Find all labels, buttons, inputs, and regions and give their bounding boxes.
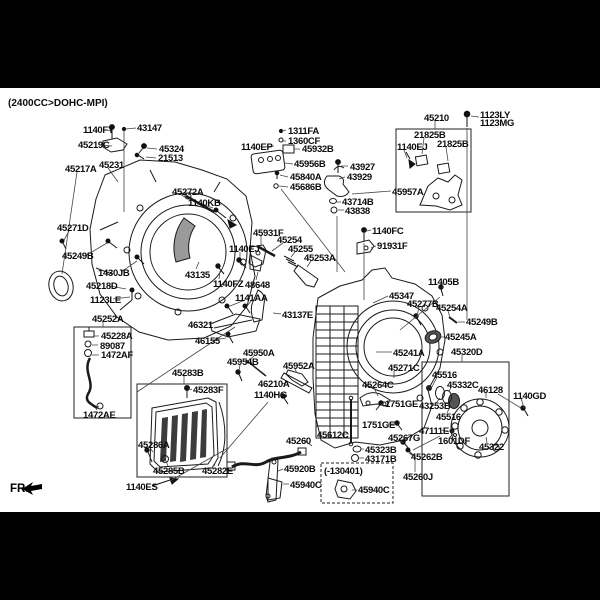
washer-45323B bbox=[352, 445, 362, 453]
oil-pan-45283 bbox=[149, 385, 226, 473]
detail-boxes bbox=[73, 128, 510, 504]
fr-label: FR. bbox=[10, 483, 29, 495]
seal-45217A bbox=[48, 270, 74, 302]
ring-45285B bbox=[161, 455, 169, 463]
pin-45516 bbox=[426, 385, 432, 391]
engine-variant-title: (2400CC>DOHC-MPI) bbox=[8, 98, 108, 109]
bracket-43137E bbox=[250, 289, 265, 323]
fitting-45228A bbox=[83, 330, 95, 338]
bolt-glyphs bbox=[59, 110, 529, 487]
connector-45932B bbox=[282, 144, 295, 154]
arrow-1140ES bbox=[151, 477, 180, 487]
rod-46210A bbox=[280, 372, 313, 394]
box-45283B bbox=[136, 383, 228, 478]
box-45252A bbox=[73, 326, 132, 419]
clamp-1472AF bbox=[84, 349, 92, 357]
small-parts bbox=[83, 137, 458, 503]
hose-45260 bbox=[231, 450, 302, 469]
bolt-45286A bbox=[147, 451, 153, 463]
stud-45272A bbox=[185, 194, 215, 214]
bracket-45957A bbox=[414, 154, 463, 211]
leader-lines bbox=[61, 115, 525, 491]
washer-43714B bbox=[329, 198, 337, 204]
bracket-43929 bbox=[323, 175, 350, 197]
lever-45253A bbox=[293, 264, 319, 288]
box-130401-dashed bbox=[320, 462, 394, 504]
fr-direction-arrow bbox=[22, 482, 42, 495]
bracket-91931F bbox=[356, 239, 375, 255]
left-case-45231 bbox=[89, 159, 256, 341]
hose-1472 bbox=[85, 357, 98, 410]
pin-45254 bbox=[256, 244, 276, 258]
mount-21825B-2 bbox=[436, 162, 451, 175]
diagram-drawing bbox=[22, 110, 529, 504]
right-case-45241A bbox=[312, 267, 446, 449]
fitting-89087 bbox=[84, 340, 92, 348]
box-45210 bbox=[395, 128, 472, 213]
lever-45219C bbox=[102, 137, 128, 153]
bracket-45940C bbox=[267, 477, 283, 501]
bracket-45920B bbox=[265, 457, 279, 503]
plate-46321 bbox=[209, 313, 261, 338]
washer-43171B bbox=[351, 454, 359, 462]
bracket-45931F bbox=[248, 244, 267, 268]
washer-43838 bbox=[330, 206, 338, 214]
clamp-1472AE bbox=[96, 402, 104, 410]
spring-45255 bbox=[283, 255, 299, 268]
lever-45952A bbox=[285, 369, 309, 387]
mount-21825B bbox=[414, 154, 429, 167]
solenoid-45956B bbox=[250, 149, 286, 175]
pan-gasket-45282E bbox=[217, 401, 226, 467]
box-45320D bbox=[421, 361, 510, 497]
diff-gear-45322 bbox=[426, 385, 510, 459]
dust-shield-43135 bbox=[173, 217, 196, 263]
bracket-48648 bbox=[249, 254, 263, 272]
rod-45950A bbox=[245, 359, 267, 377]
pin-45254A bbox=[448, 316, 458, 324]
bracket-45940C-2 bbox=[334, 479, 357, 500]
